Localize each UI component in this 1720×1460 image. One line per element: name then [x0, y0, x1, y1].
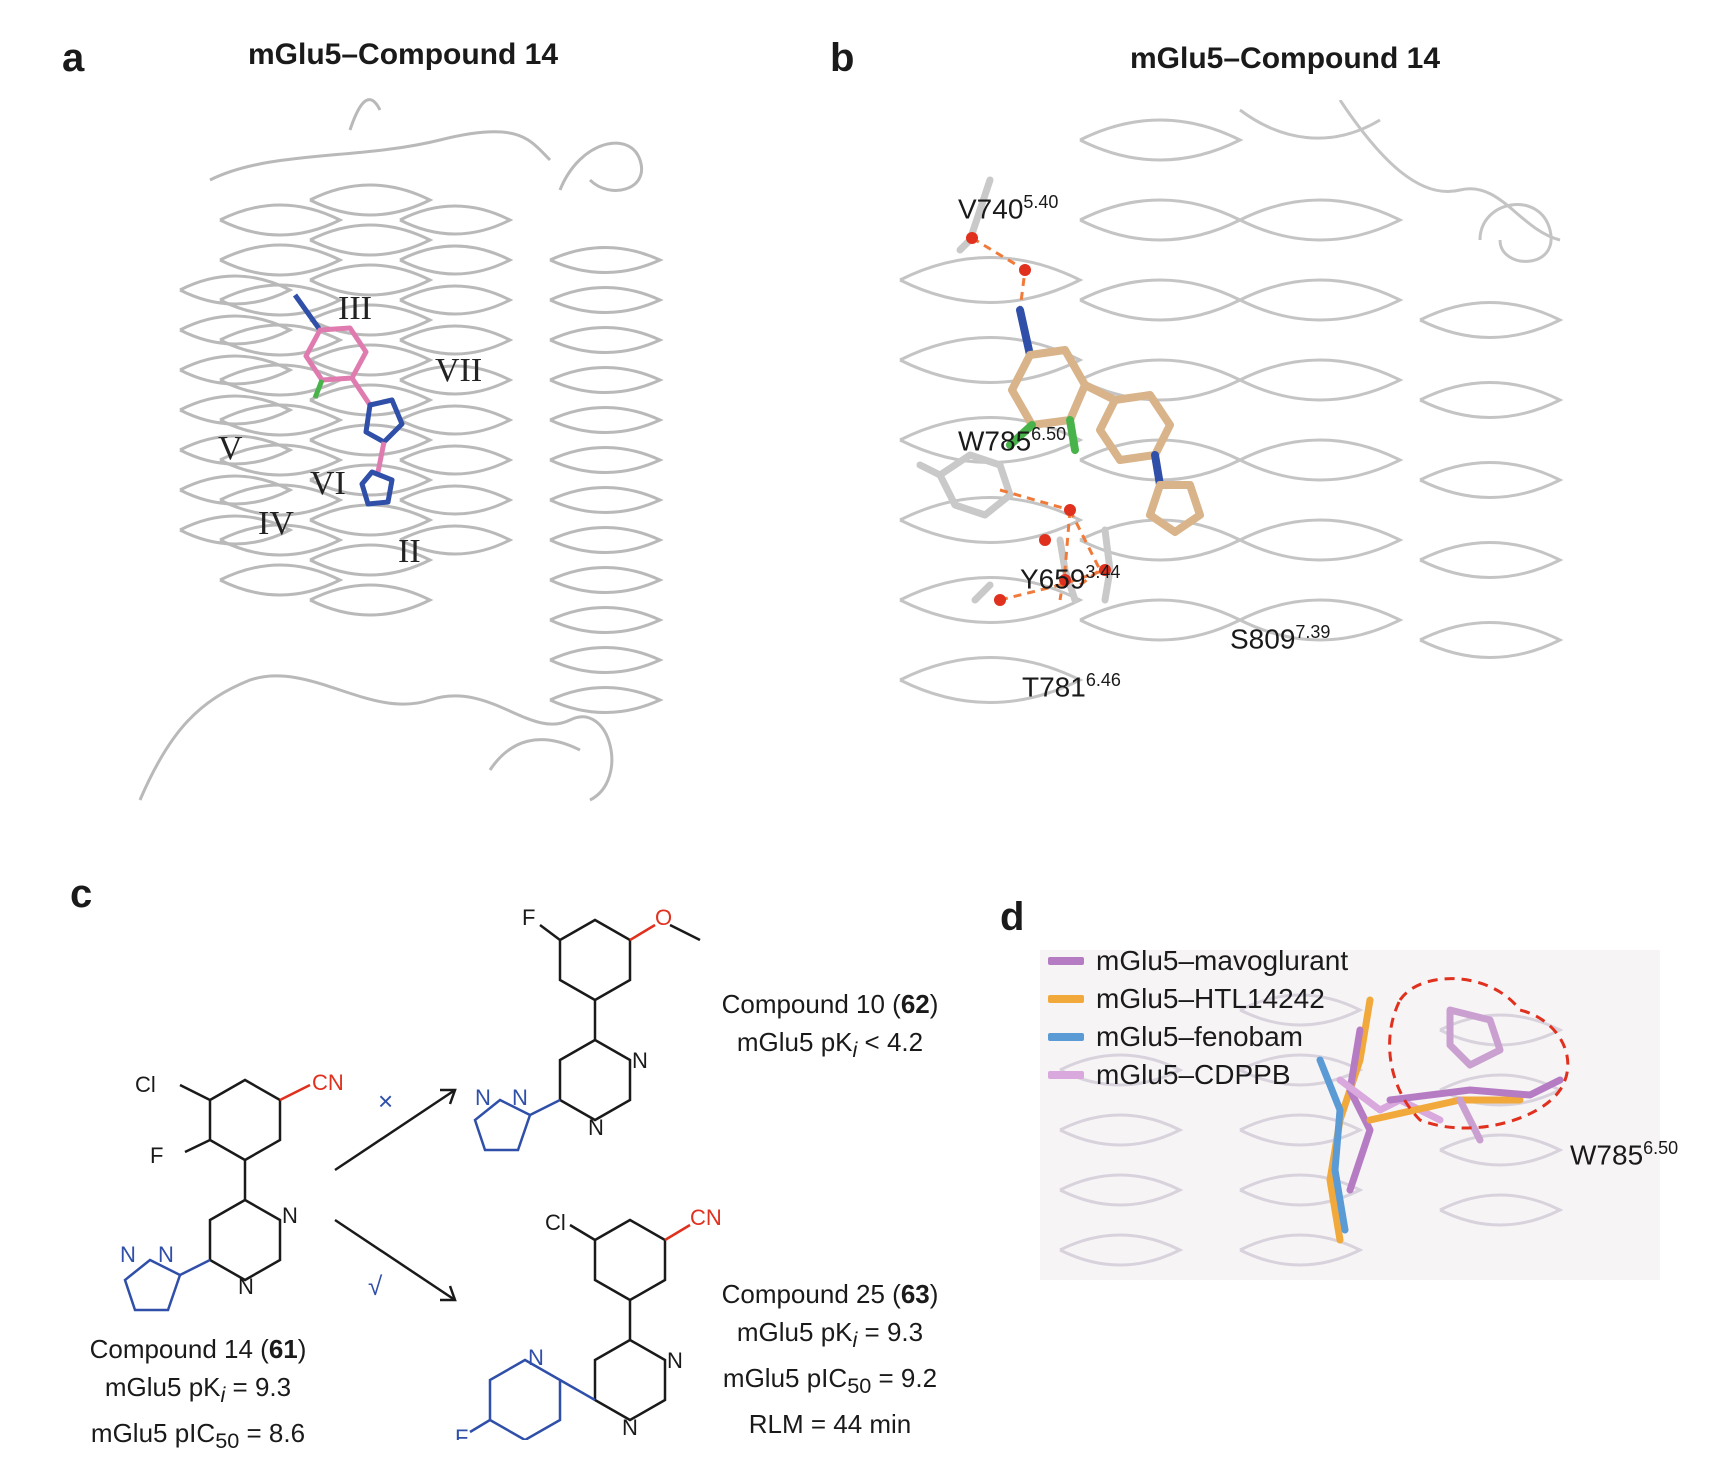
panel-b-binding-site [899, 100, 1564, 704]
compound-14-caption: Compound 14 (61) mGlu5 pKi = 9.3 mGlu5 p… [89, 1334, 307, 1454]
atom-cn-25: CN [690, 1205, 722, 1230]
panel-b-title: mGlu5–Compound 14 [1130, 42, 1441, 75]
legend-item-htl14242: mGlu5–HTL14242 [1048, 980, 1348, 1018]
legend-label-htl14242: mGlu5–HTL14242 [1096, 983, 1325, 1014]
panel-d-letter: d [1000, 895, 1025, 939]
legend-item-mavoglurant: mGlu5–mavoglurant [1048, 942, 1348, 980]
helix-label-vii: VII [435, 352, 483, 389]
compound-25-structure [469, 1218, 691, 1440]
atom-cl-25: Cl [545, 1210, 566, 1235]
atom-f-14: F [150, 1143, 163, 1168]
atom-n-14d: N [158, 1242, 174, 1267]
panel-d-overlay [1040, 950, 1660, 1280]
compound-14-ligand-a [292, 293, 405, 507]
residue-label-w785-d: W7856.50 [1570, 1138, 1679, 1171]
helix-label-iv: IV [258, 505, 294, 542]
panel-b-letter: b [830, 36, 855, 80]
legend-label-cdppb: mGlu5–CDPPB [1096, 1059, 1291, 1090]
atom-cl-14: Cl [135, 1072, 156, 1097]
atom-cn-14: CN [312, 1070, 344, 1095]
helix-label-vi: VI [310, 465, 346, 502]
compound-10-caption: Compound 10 (62) mGlu5 pKi < 4.2 [721, 989, 939, 1063]
legend-label-fenobam: mGlu5–fenobam [1096, 1021, 1304, 1052]
arrow-to-compound-25 [334, 1218, 456, 1302]
atom-n-10c: N [475, 1085, 491, 1110]
atom-n-25b: N [622, 1415, 638, 1440]
atom-n-10b: N [588, 1115, 604, 1140]
compound-25-caption: Compound 25 (63) mGlu5 pKi = 9.3 mGlu5 p… [721, 1279, 939, 1440]
helix-ribbons-b [899, 100, 1564, 704]
atom-n-14b: N [238, 1274, 254, 1299]
arrow-fail-mark: × [378, 1086, 393, 1116]
water-and-oxygen-atoms [966, 232, 1111, 606]
residue-label-y659: Y6593.44 [1020, 562, 1121, 595]
atom-o-10: O [655, 905, 672, 930]
legend-swatch-htl14242 [1048, 995, 1084, 1003]
compound-14-ligand-b [1006, 306, 1204, 536]
panel-a-ribbon-structure [138, 98, 664, 802]
residue-label-v740: V7405.40 [958, 192, 1059, 225]
arrow-ok-mark: √ [368, 1271, 383, 1301]
panel-a-letter: a [62, 36, 85, 80]
w785-pocket-outline [1388, 977, 1570, 1130]
residue-label-s809: S8097.39 [1230, 622, 1331, 655]
atom-n-10d: N [512, 1085, 528, 1110]
top-loop-a [209, 130, 552, 182]
compound-14-structure [123, 1078, 311, 1312]
legend-label-mavoglurant: mGlu5–mavoglurant [1096, 945, 1349, 976]
compound-10-structure [473, 918, 701, 1152]
atom-n-10a: N [632, 1048, 648, 1073]
helix-label-v: V [218, 430, 243, 467]
helix-coils-a [179, 183, 664, 714]
panel-c-reaction-scheme: Cl F CN N N N N F O N N N N Cl CN N N N … [120, 905, 722, 1440]
atom-f-10: F [522, 905, 535, 930]
atom-n-14c: N [120, 1242, 136, 1267]
residue-sidechains [916, 176, 1114, 604]
helix-label-ii: II [398, 533, 421, 570]
arrow-to-compound-10 [334, 1088, 456, 1172]
overlaid-ligands [1316, 996, 1564, 1244]
legend-swatch-mavoglurant [1048, 957, 1084, 965]
helix-label-iii: III [338, 290, 372, 327]
legend-item-cdppb: mGlu5–CDPPB [1048, 1056, 1348, 1094]
panel-c-letter: c [70, 872, 93, 916]
panel-d-legend: mGlu5–mavoglurant mGlu5–HTL14242 mGlu5–f… [1048, 942, 1348, 1094]
legend-item-fenobam: mGlu5–fenobam [1048, 1018, 1348, 1056]
atom-f-25: F [455, 1425, 468, 1440]
atom-n-25a: N [667, 1348, 683, 1373]
legend-swatch-cdppb [1048, 1071, 1084, 1079]
atom-n-25c: N [528, 1345, 544, 1370]
legend-swatch-fenobam [1048, 1033, 1084, 1041]
panel-a-title: mGlu5–Compound 14 [248, 38, 559, 71]
residue-label-w785: W7856.50 [958, 424, 1067, 457]
atom-n-14a: N [282, 1203, 298, 1228]
residue-label-t781: T7816.46 [1022, 670, 1121, 703]
